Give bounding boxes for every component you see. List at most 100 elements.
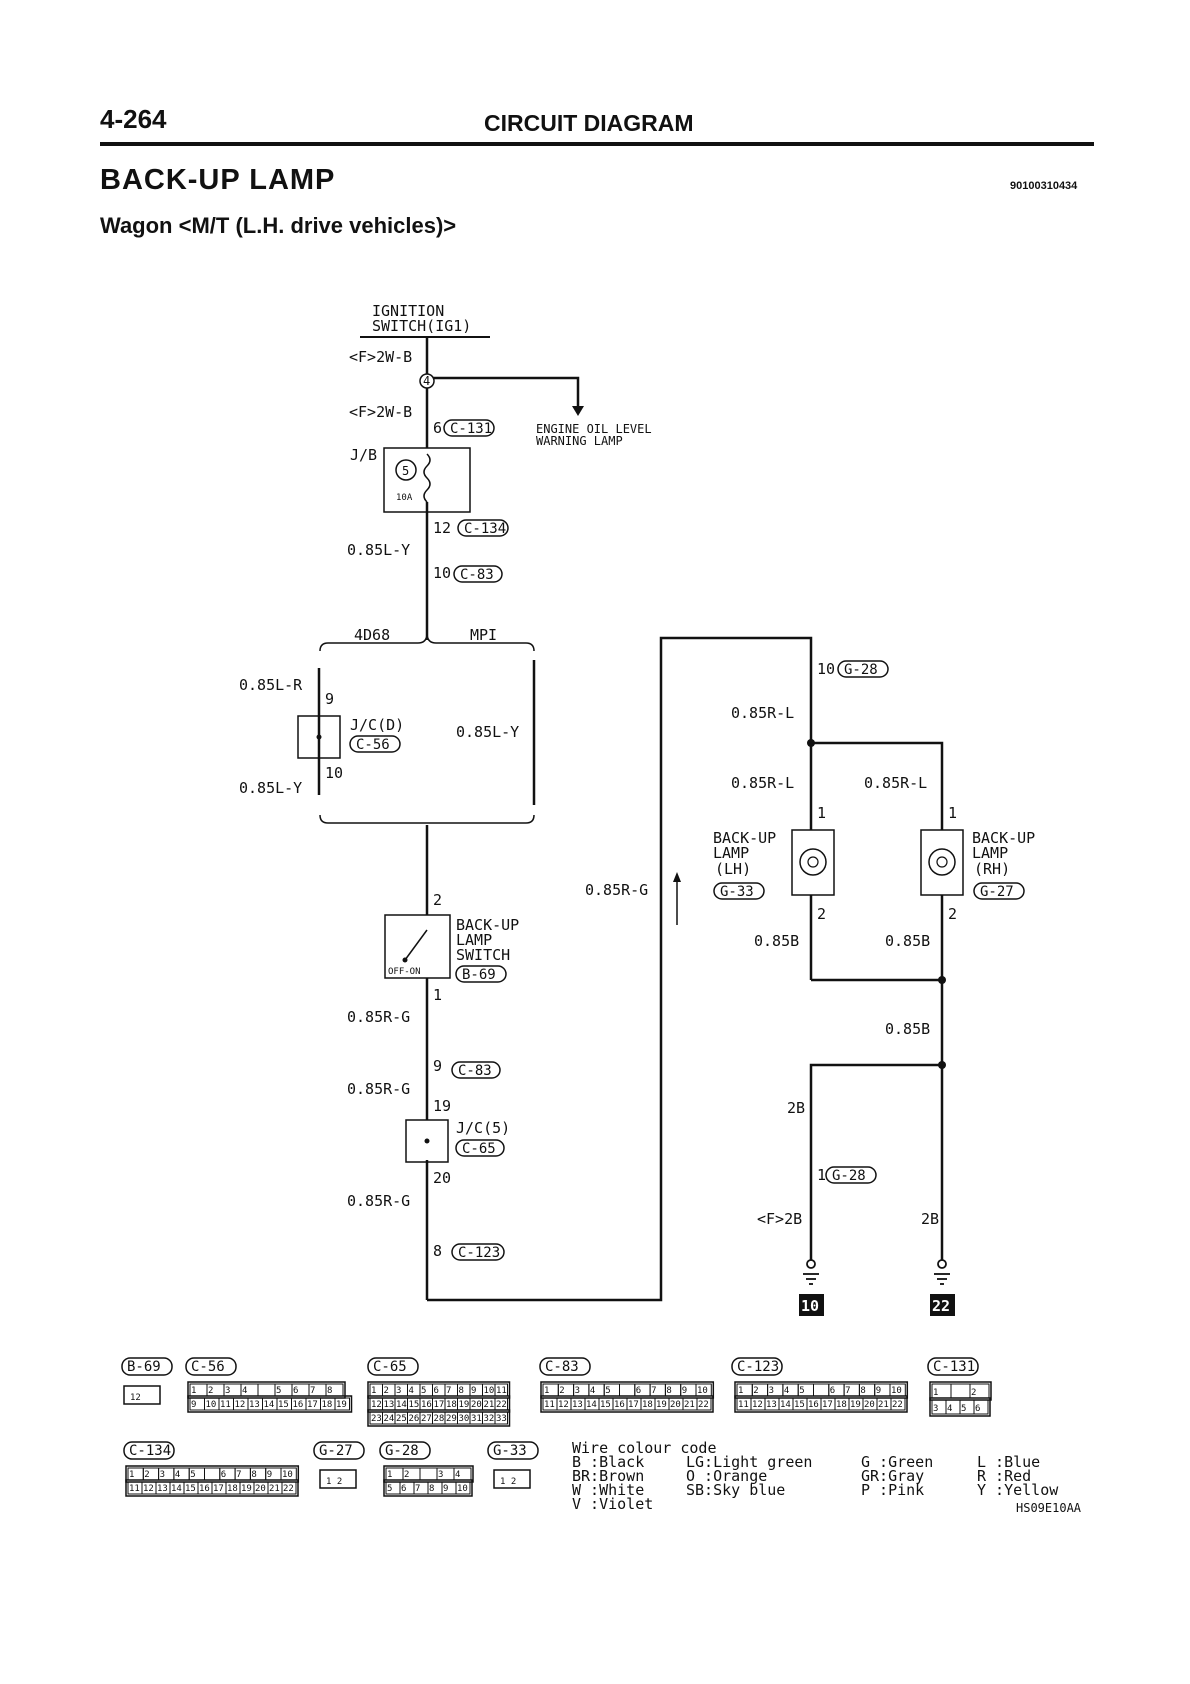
connector-b69-body [123,1385,161,1405]
connector-pin-number: 12 [371,1400,382,1410]
connector-id: C-83 [460,567,494,583]
connector-pin-number: 11 [496,1386,507,1396]
connector-pin-number: 22 [496,1400,507,1410]
connector-pin-number: 16 [293,1400,304,1410]
connector-pin-number: 14 [264,1400,275,1410]
connector-pin-number: 29 [446,1414,457,1424]
connector-id: C-83 [545,1359,579,1375]
connector-pin-number: 1 2 [500,1477,516,1487]
connector-pin-number: 28 [434,1414,445,1424]
junction-4-marker [419,373,435,389]
switch-pivot [402,957,408,963]
ignition-switch-label-2: SWITCH(IG1) [372,317,471,335]
connector-pin-number: 2 [971,1388,976,1398]
connector-pin-number: 15 [600,1400,611,1410]
junction-4-label: 4 [423,374,430,388]
ground-point-10: 10 [801,1297,819,1315]
legend-entry: P :Pink [861,1481,924,1499]
connector-pin-number: 6 [221,1470,226,1480]
connector-badge [443,419,495,437]
connector-pin-number: 5 [605,1386,610,1396]
fuse-icon [423,453,431,503]
fuse-amperage: 10A [396,493,413,503]
connector-pin-number: 9 [267,1470,272,1480]
connector-badge [539,1357,591,1376]
connector-pin-number: 19 [241,1484,252,1494]
connector-pin-number: 7 [415,1484,420,1494]
connector-pin-number: 24 [384,1414,395,1424]
connector-row-frame [125,1479,299,1497]
connector-pin-number: 5 [799,1386,804,1396]
connector-pin-number: 5 [190,1470,195,1480]
connector-g33-body [493,1469,531,1489]
connector-pin [257,1383,276,1397]
connector-pin-number: 8 [327,1386,332,1396]
wire-label: 0.85B [754,932,799,950]
connector-badge [825,1166,877,1184]
wire-label: 0.85B [885,1020,930,1038]
connector-pin-number: 12 [143,1484,154,1494]
connector-pin [419,1467,438,1481]
connector-id: C-65 [462,1141,496,1157]
connector-row-frame [187,1395,353,1413]
connector-pin-number: 14 [396,1400,407,1410]
legend-entry: B :Black [572,1453,644,1471]
connector-pin-number: 8 [251,1470,256,1480]
connector-pin-number: 15 [185,1484,196,1494]
connector-badge [451,1061,501,1079]
connector-pin-number: 12 [752,1400,763,1410]
connector-pin-number: 18 [322,1400,333,1410]
connector-pin-number: 5 [387,1484,392,1494]
page-title: BACK-UP LAMP [100,164,336,196]
connector-id: C-123 [458,1245,500,1261]
connector-pin-number: 17 [213,1484,224,1494]
connector-id: C-131 [450,421,492,437]
connector-pin-number: 7 [236,1470,241,1480]
connector-pin-number: 12 [235,1400,246,1410]
connector-pin-number: 12 [130,1393,141,1403]
connector-pin-number: 7 [845,1386,850,1396]
connector-pin-number: 14 [780,1400,791,1410]
connector-pin-number: 20 [471,1400,482,1410]
connector-pin-number: 12 [558,1400,569,1410]
connector-pin [813,1383,830,1397]
connector-pin-number: 4 [455,1470,460,1480]
connector-pin-number: 21 [684,1400,695,1410]
legend-entry: R :Red [977,1467,1031,1485]
connector-row-frame [929,1397,991,1417]
connector-pin-number: 30 [459,1414,470,1424]
connector-row-frame [734,1395,908,1413]
connector-pin-number: 22 [283,1484,294,1494]
connector-pin-number: 20 [864,1400,875,1410]
connector-pin-number: 7 [446,1386,451,1396]
connector-pin-number: 5 [421,1386,426,1396]
connector-pin-number: 4 [409,1386,414,1396]
figure-code: HS09E10AA [1016,1501,1082,1515]
connector-pin-number: 16 [614,1400,625,1410]
connector-pin-number: 13 [572,1400,583,1410]
connector-pin-number: 25 [396,1414,407,1424]
fuse-number: 5 [402,464,409,478]
connector-pin-number: 27 [421,1414,432,1424]
connector-pin-number: 19 [850,1400,861,1410]
connector-id: C-65 [373,1359,407,1375]
pin-label: 1 [817,804,826,822]
connector-pin-number: 1 [387,1470,392,1480]
joint-connector-d [297,715,341,759]
connector-pin-number: 22 [892,1400,903,1410]
connector-pin-number: 6 [434,1386,439,1396]
legend-entry: Y :Yellow [977,1481,1059,1499]
connector-pin-number: 3 [396,1386,401,1396]
connector-id: C-56 [356,737,390,753]
connector-id: B-69 [127,1359,161,1375]
connector-pin-number: 1 [933,1388,938,1398]
pin-label: 19 [433,1097,451,1115]
connector-badge [313,1441,365,1460]
engine-oil-label-1: ENGINE OIL LEVEL [536,422,652,436]
connector-pin-number: 9 [682,1386,687,1396]
connector-id: G-33 [720,884,754,900]
wire-label: 0.85R-L [864,774,927,792]
ground-point-22: 22 [932,1297,950,1315]
connector-pin-number: 17 [822,1400,833,1410]
